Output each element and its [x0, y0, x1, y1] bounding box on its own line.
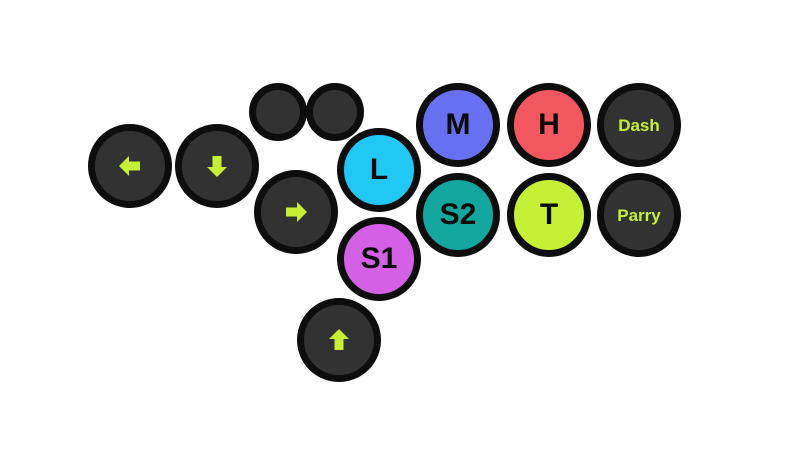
special-1-button[interactable]: S1: [337, 217, 421, 301]
arrow-left-icon: [116, 152, 144, 180]
blank-button-right[interactable]: [306, 83, 364, 141]
heavy-attack-button[interactable]: H: [507, 83, 591, 167]
light-attack-label: L: [369, 153, 389, 186]
special-2-button[interactable]: S2: [416, 173, 500, 257]
medium-attack-label: M: [445, 108, 471, 141]
special-2-label: S2: [439, 198, 477, 231]
arrow-down-icon: [203, 152, 231, 180]
throw-button[interactable]: T: [507, 173, 591, 257]
light-attack-button[interactable]: L: [337, 128, 421, 212]
dash-button[interactable]: Dash: [597, 83, 681, 167]
parry-label: Parry: [617, 205, 661, 225]
left-button[interactable]: [88, 124, 172, 208]
arrow-right-icon: [282, 198, 310, 226]
down-button[interactable]: [175, 124, 259, 208]
blank-button-left[interactable]: [249, 83, 307, 141]
medium-attack-button[interactable]: M: [416, 83, 500, 167]
arrow-up-icon: [325, 326, 353, 354]
heavy-attack-label: H: [538, 108, 560, 141]
up-button[interactable]: [297, 298, 381, 382]
special-1-label: S1: [360, 242, 398, 275]
right-button[interactable]: [254, 170, 338, 254]
throw-label: T: [539, 198, 559, 231]
parry-button[interactable]: Parry: [597, 173, 681, 257]
dash-label: Dash: [618, 115, 660, 135]
